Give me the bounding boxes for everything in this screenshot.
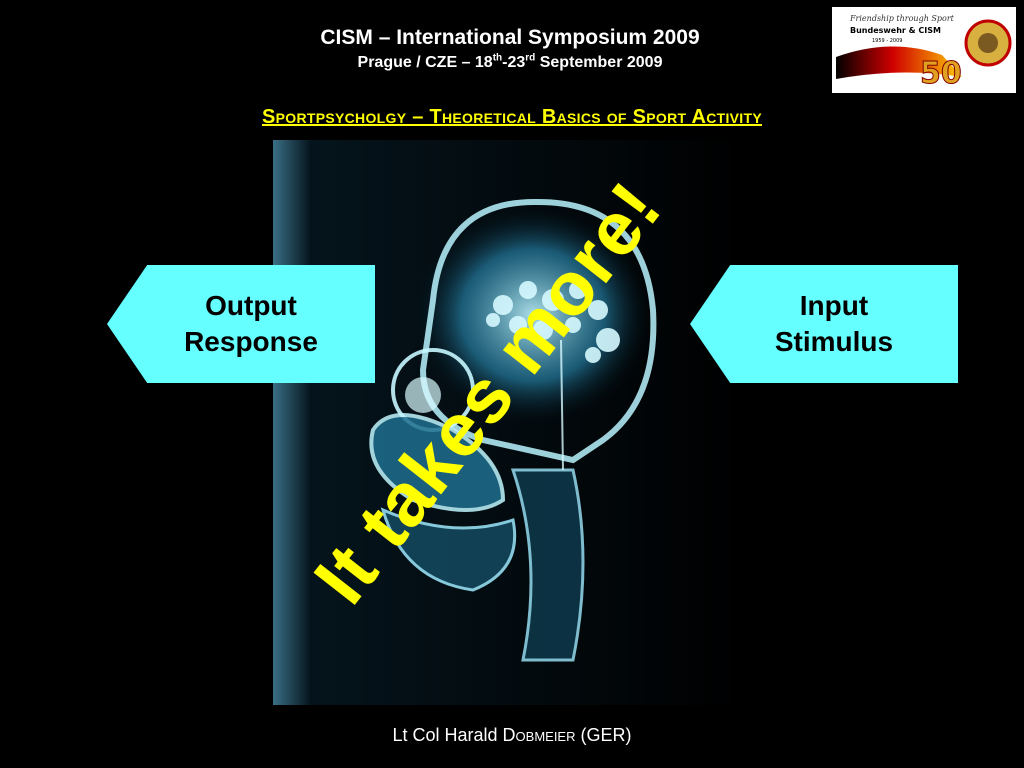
symposium-title: CISM – International Symposium 2009	[320, 26, 700, 49]
xray-head-image	[273, 140, 745, 705]
cism-anniversary-logo: Friendship through Sport Bundeswehr & CI…	[832, 7, 1016, 93]
input-stimulus-label: Input Stimulus	[774, 290, 894, 357]
logo-number: 50	[920, 56, 962, 91]
logo-years: 1959 - 2009	[872, 38, 902, 44]
symposium-date-location: Prague / CZE – 18th-23rd September 2009	[357, 52, 663, 71]
presenter-footer: Lt Col Harald Dobmeier (GER)	[392, 725, 632, 745]
slide-header: CISM – International Symposium 2009 Prag…	[200, 24, 820, 74]
output-response-label: Output Response	[184, 290, 318, 357]
slide-subtitle: Sportpsycholgy – Theoretical Basics of S…	[262, 106, 762, 128]
logo-line2: Bundeswehr & CISM	[850, 26, 941, 35]
logo-line1: Friendship through Sport	[849, 14, 955, 23]
output-response-arrow: Output Response	[107, 265, 375, 383]
input-stimulus-arrow: Input Stimulus	[690, 265, 958, 383]
